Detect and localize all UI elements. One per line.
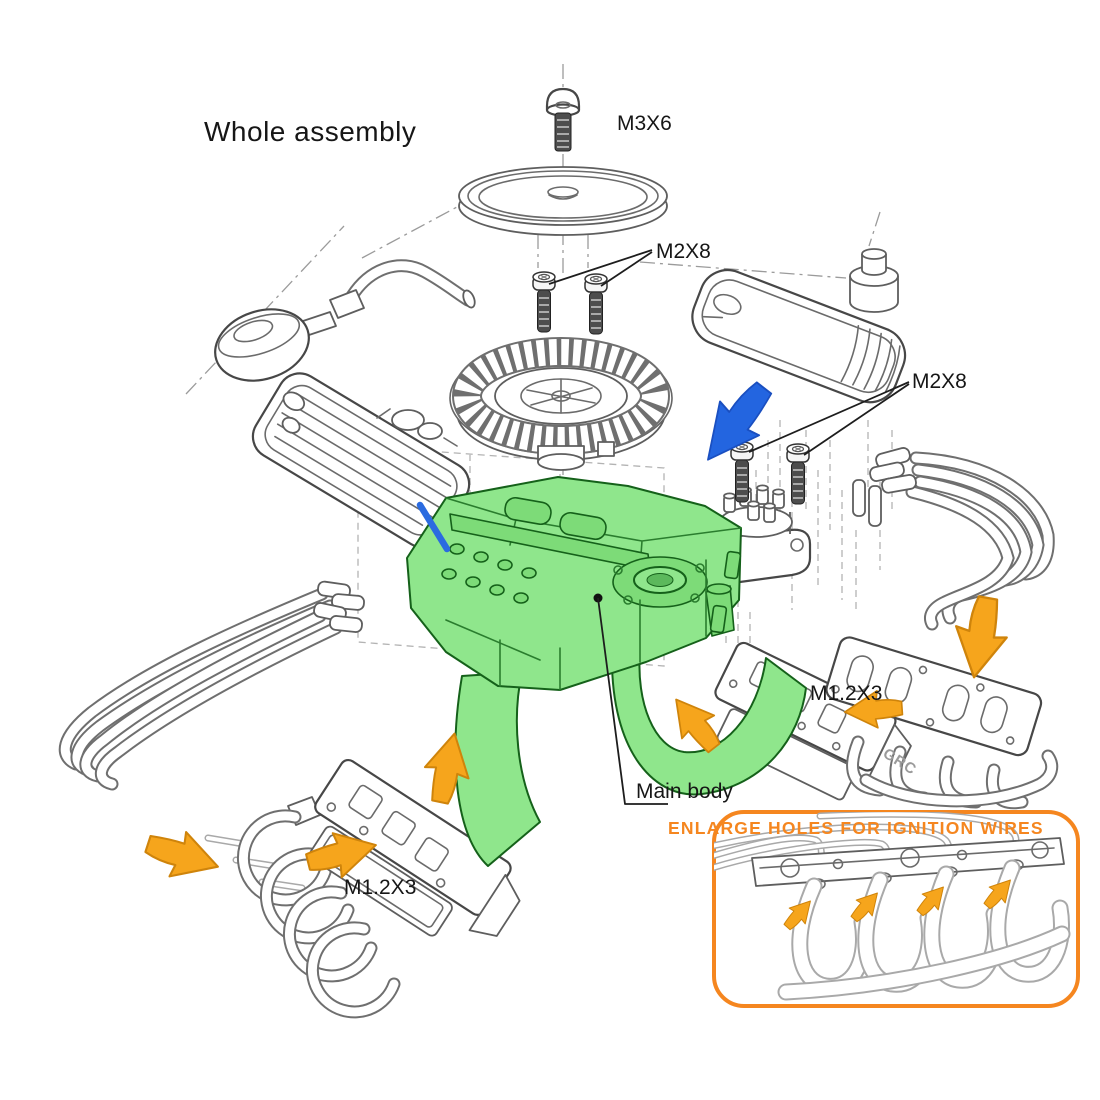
part-pulley bbox=[849, 248, 899, 313]
label-m2x8-top: M2X8 bbox=[656, 240, 711, 263]
part-exhaust-headers-left bbox=[236, 796, 401, 1019]
label-m2x8-right: M2X8 bbox=[912, 370, 967, 393]
part-m3x6-screw bbox=[545, 87, 581, 152]
part-exhaust-manifold-right: GRC bbox=[825, 636, 1059, 810]
part-left-valve-cover bbox=[251, 372, 471, 549]
spark-plug-towers bbox=[441, 543, 537, 604]
part-main-body bbox=[406, 476, 807, 867]
label-m3x6: M3X6 bbox=[617, 112, 672, 135]
spark-plug-boots-left bbox=[313, 580, 365, 633]
spark-plug-boots-right bbox=[852, 447, 917, 527]
part-right-valve-cover bbox=[691, 269, 907, 404]
part-cooling-fan bbox=[449, 337, 673, 471]
orange-arrow-wires-right bbox=[946, 592, 1015, 683]
label-m12x3-left: M1.2X3 bbox=[344, 876, 416, 899]
part-breather-and-hose bbox=[214, 259, 476, 382]
inset-note: ENLARGE HOLES FOR IGNITION WIRES bbox=[668, 818, 1044, 838]
oil-filler-cluster bbox=[376, 408, 458, 447]
part-air-cleaner bbox=[458, 166, 668, 236]
orange-arrow-headers-left bbox=[139, 820, 227, 891]
label-main-body: Main body bbox=[636, 780, 733, 803]
part-ignition-wires-right bbox=[852, 447, 1055, 631]
callouts: Whole assembly M3X6 M2X8 M2X8 M1.2X3 M1.… bbox=[204, 112, 967, 899]
dipstick-blue-rod bbox=[416, 501, 451, 553]
inset-detail-box: ENLARGE HOLES FOR IGNITION WIRES bbox=[668, 810, 1080, 1008]
page-title: Whole assembly bbox=[204, 116, 416, 147]
inset-artwork bbox=[714, 812, 1071, 1001]
part-ignition-wires-left bbox=[58, 580, 365, 892]
label-m12x3-right: M1.2X3 bbox=[810, 682, 882, 705]
